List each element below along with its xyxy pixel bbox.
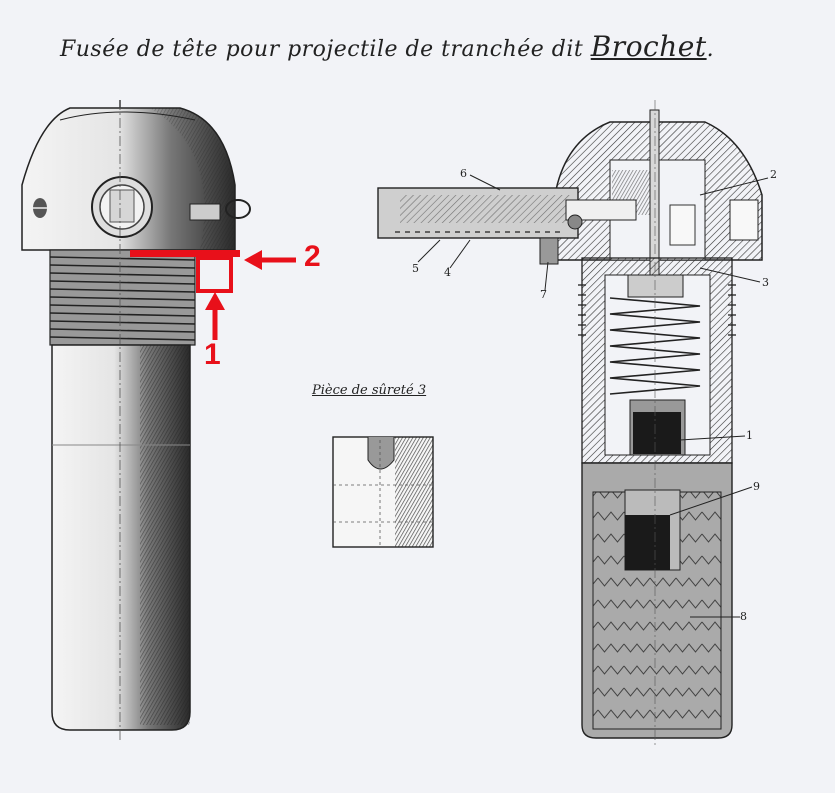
detonator-lower	[625, 515, 670, 570]
callout-markers	[130, 250, 296, 340]
part-number-6: 6	[460, 167, 467, 180]
callout-arrow-2	[244, 250, 262, 270]
callout-label-2: 2	[304, 240, 321, 273]
section-view	[377, 100, 763, 745]
part-number-9: 9	[753, 480, 760, 493]
exterior-view	[21, 100, 251, 740]
part-number-5: 5	[412, 262, 419, 275]
safety-pin-ring	[225, 199, 251, 219]
spring	[609, 297, 701, 395]
part-number-2: 2	[770, 168, 777, 181]
callout-label-1: 1	[204, 338, 221, 371]
leader-lines	[417, 174, 769, 618]
callout-box	[196, 256, 233, 293]
title-emphasis: Brochet	[590, 30, 707, 63]
part-number-4: 4	[444, 266, 451, 279]
callout-bar	[130, 250, 240, 257]
part-number-3: 3	[762, 276, 769, 289]
part-number-1: 1	[746, 429, 753, 442]
part-number-8: 8	[740, 610, 747, 623]
callout-arrow-1	[205, 292, 225, 310]
detonator-upper	[633, 412, 681, 454]
title-main: Fusée de tête pour projectile de tranché…	[60, 37, 584, 62]
title-end: .	[706, 37, 715, 62]
diagram-title: Fusée de tête pour projectile de tranché…	[60, 30, 760, 63]
safety-piece-caption: Pièce de sûreté 3	[312, 383, 427, 398]
safety-piece-view	[332, 436, 434, 548]
part-number-7: 7	[540, 288, 547, 301]
